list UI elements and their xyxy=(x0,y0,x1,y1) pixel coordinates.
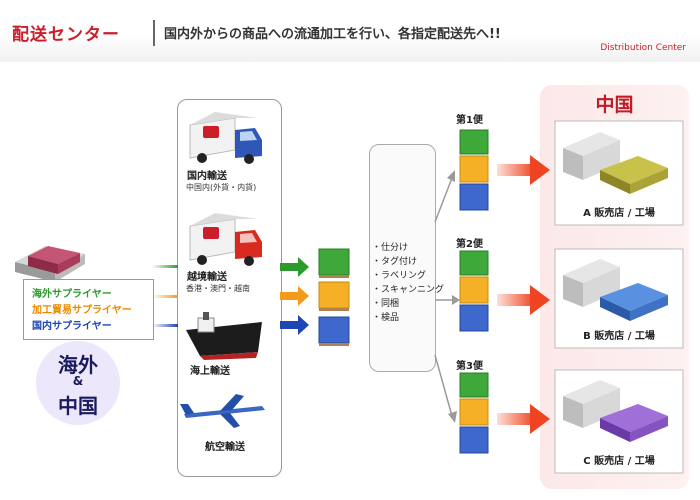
crossborder-truck-icon xyxy=(189,213,262,266)
arrow-orange xyxy=(280,286,309,306)
domestic-transport-label: 国内輸送 xyxy=(187,171,227,182)
warehouse-icon xyxy=(15,246,85,282)
arrow-green xyxy=(280,257,309,277)
delivery-arrow-2 xyxy=(497,285,550,315)
sea-transport-label: 海上輸送 xyxy=(190,366,230,377)
delivery-arrow-3 xyxy=(497,404,550,434)
origin-china: 中国 xyxy=(58,394,98,418)
store-label-b: B 販売店 / 工場 xyxy=(583,331,655,342)
supplier-line-green xyxy=(152,265,178,268)
flight-label-1: 第1便 xyxy=(456,115,483,126)
origin-overseas: 海外 xyxy=(58,353,98,377)
china-title: 中国 xyxy=(595,94,634,116)
english-label: Distribution Center xyxy=(600,43,686,53)
origin-amp: & xyxy=(72,374,84,388)
processing-panel xyxy=(369,144,436,372)
origin-badge: 海外 & 中国 xyxy=(36,341,120,425)
supplier-processing-trade: 加工貿易サプライヤー xyxy=(32,305,132,316)
processing-item: ・仕分け xyxy=(372,243,409,253)
air-transport-label: 航空輸送 xyxy=(205,442,245,453)
arrow-blue xyxy=(280,315,309,335)
store-card-a xyxy=(554,120,684,226)
crossborder-transport-sub: 香港・澳門・越南 xyxy=(186,284,250,293)
header xyxy=(0,0,700,62)
supplier-domestic: 国内サプライヤー xyxy=(32,321,112,332)
flight-label-3: 第3便 xyxy=(456,361,483,372)
processing-item: ・同梱 xyxy=(372,299,400,309)
processing-item: ・検品 xyxy=(372,313,400,323)
store-card-b xyxy=(554,248,684,349)
airplane-icon xyxy=(180,394,265,428)
mixed-pallet-3 xyxy=(459,372,489,454)
processing-item: ・スキャンニング xyxy=(372,285,445,295)
flight-label-2: 第2便 xyxy=(456,239,483,250)
domestic-truck-icon xyxy=(189,112,262,164)
processing-item: ・タグ付け xyxy=(372,257,418,267)
ship-icon xyxy=(186,312,262,360)
supplier-box: 海外サプライヤー 加工貿易サプライヤー 国内サプライヤー xyxy=(23,279,154,340)
mixed-pallet-1 xyxy=(459,129,489,211)
pallet-orange xyxy=(318,281,350,311)
page-subtitle: 国内外からの商品への流通加工を行い、各指定配送先へ!! xyxy=(164,27,501,42)
title-divider xyxy=(153,20,155,46)
processing-list: ・仕分け ・タグ付け ・ラベリング ・スキャンニング ・同梱 ・検品 xyxy=(372,240,444,324)
pallet-green xyxy=(318,248,350,278)
store-label-a: A 販売店 / 工場 xyxy=(583,208,655,219)
store-card-c xyxy=(554,369,684,474)
processing-item: ・ラベリング xyxy=(372,271,427,281)
store-label-c: C 販売店 / 工場 xyxy=(583,456,655,467)
pallet-blue xyxy=(318,316,350,346)
domestic-transport-sub: 中国内(外貨・内貨) xyxy=(186,183,257,192)
crossborder-transport-label: 越境輸送 xyxy=(187,272,227,283)
page-title: 配送センター xyxy=(12,25,120,45)
supplier-line-blue xyxy=(152,324,178,327)
supplier-overseas: 海外サプライヤー xyxy=(32,289,112,300)
process-arrow-lines xyxy=(434,170,460,423)
delivery-arrow-1 xyxy=(497,155,550,185)
supplier-line-orange xyxy=(152,295,178,298)
mixed-pallet-2 xyxy=(459,250,489,332)
